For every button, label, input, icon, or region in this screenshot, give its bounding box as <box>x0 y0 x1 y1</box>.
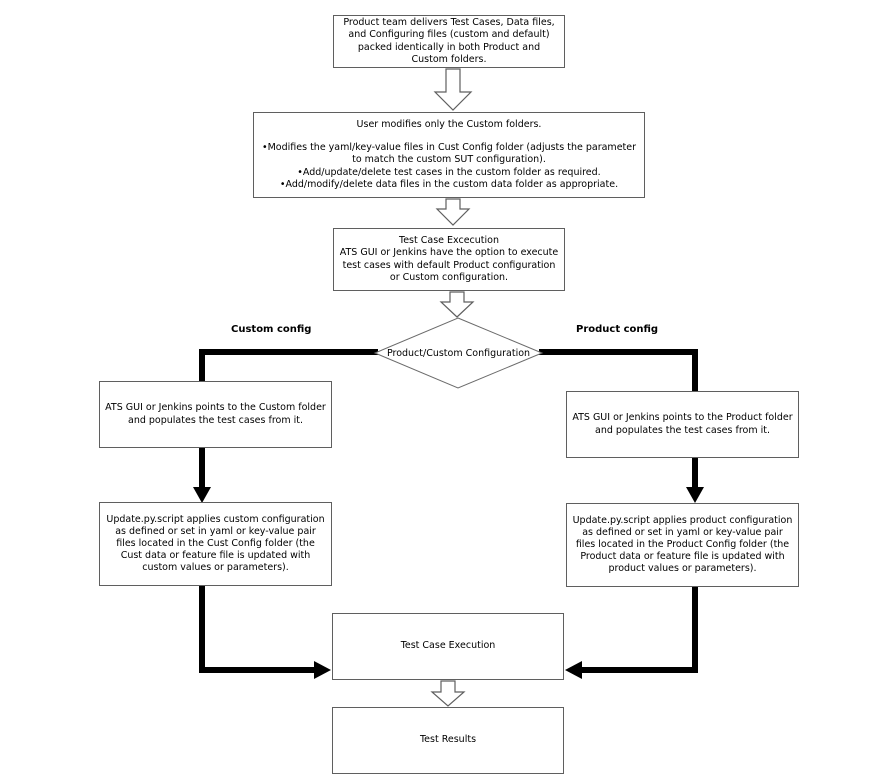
node-test-case-execution-option: Test Case Excecution ATS GUI or Jenkins … <box>333 228 565 291</box>
block-arrow-down-icon <box>433 68 473 111</box>
node-user-modifies: User modifies only the Custom folders. M… <box>253 112 645 198</box>
node-text: Update.py.script applies custom configur… <box>106 513 325 574</box>
connector-decision-to-custom <box>199 349 378 381</box>
arrowhead-left-icon <box>565 661 582 679</box>
bullet-item: Add/update/delete test cases in the cust… <box>297 167 601 179</box>
branch-label-custom-config: Custom config <box>231 324 312 335</box>
block-arrow-down-icon <box>439 291 475 318</box>
block-arrow-down-icon <box>435 198 471 226</box>
node-text: Update.py.script applies product configu… <box>572 514 793 575</box>
decision-label: Product/Custom Configuration <box>386 347 531 359</box>
decision-diamond <box>373 317 544 389</box>
node-text: ATS GUI or Jenkins points to the Custom … <box>105 402 326 426</box>
node-text: Product team delivers Test Cases, Data f… <box>343 17 555 65</box>
bullet-item: Modifies the yaml/key-value files in Cus… <box>259 142 639 166</box>
node-product-team-delivers: Product team delivers Test Cases, Data f… <box>333 15 565 68</box>
arrowhead-right-icon <box>314 661 331 679</box>
node-test-results: Test Results <box>332 707 564 774</box>
node-text: User modifies only the Custom folders. <box>356 119 542 131</box>
connector-decision-to-product <box>539 349 698 391</box>
node-product-update-script: Update.py.script applies product configu… <box>566 503 799 587</box>
branch-label-product-config: Product config <box>576 324 659 335</box>
node-product-points: ATS GUI or Jenkins points to the Product… <box>566 391 799 458</box>
bullet-item: Add/modify/delete data files in the cust… <box>280 179 618 191</box>
node-text: ATS GUI or Jenkins have the option to ex… <box>339 247 559 283</box>
arrowhead-down-icon <box>686 487 704 503</box>
node-text: Test Results <box>419 734 477 746</box>
node-title: Test Case Excecution <box>399 235 499 247</box>
block-arrow-down-icon <box>430 680 466 707</box>
connector-customupdate-to-execution <box>199 586 316 673</box>
node-custom-update-script: Update.py.script applies custom configur… <box>99 502 332 586</box>
node-text: ATS GUI or Jenkins points to the Product… <box>572 412 793 436</box>
node-text: Test Case Execution <box>400 640 496 652</box>
node-custom-points: ATS GUI or Jenkins points to the Custom … <box>99 381 332 448</box>
arrowhead-down-icon <box>193 487 211 503</box>
node-test-case-execution: Test Case Execution <box>332 613 564 680</box>
connector-productupdate-to-execution <box>580 587 698 673</box>
